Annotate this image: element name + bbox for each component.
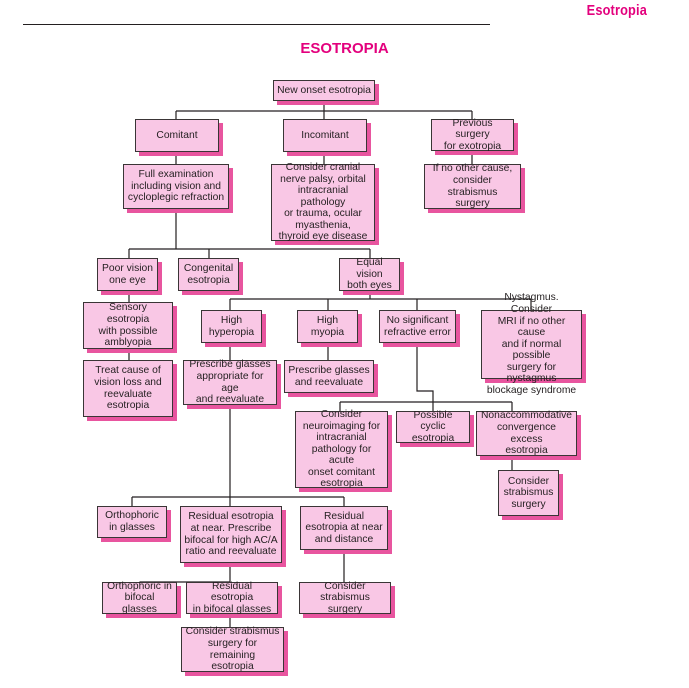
node-nonaccommodative: Nonaccommodative convergence excess esot… xyxy=(476,410,577,456)
node-prescribe-age: Prescribe glasses appropriate for age an… xyxy=(183,359,277,405)
node-strabismus-surgery-2: Consider strabismus surgery xyxy=(299,581,391,615)
node-congenital: Congenital esotropia xyxy=(178,258,239,291)
node-comitant: Comitant xyxy=(135,119,219,152)
node-sensory: Sensory esotropia with possible amblyopi… xyxy=(83,302,173,349)
node-treat-cause: Treat cause of vision loss and reevaluat… xyxy=(83,360,173,417)
node-residual-near-distance: Residual esotropia at near and distance xyxy=(300,506,388,550)
connector xyxy=(131,405,345,506)
connector xyxy=(339,343,513,411)
node-high-myopia: High myopia xyxy=(297,310,358,343)
node-cyclic: Possible cyclic esotropia xyxy=(396,410,470,444)
node-orthophoric-bifocal: Orthophoric in bifocal glasses xyxy=(102,581,177,615)
node-incomitant-causes: Consider cranial nerve palsy, orbital in… xyxy=(271,162,375,242)
node-incomitant: Incomitant xyxy=(283,119,367,152)
page-title: ESOTROPIA xyxy=(300,40,389,57)
node-strabismus-surgery-1: Consider strabismus surgery xyxy=(498,470,559,516)
node-nystagmus: Nystagmus. Consider MRI if no other caus… xyxy=(481,292,582,396)
connector xyxy=(139,557,231,590)
node-residual-near: Residual esotropia at near. Prescribe bi… xyxy=(180,506,282,563)
node-full-exam: Full examination including vision and cy… xyxy=(123,164,229,209)
node-orthophoric-glasses: Orthophoric in glasses xyxy=(97,506,167,538)
node-new-onset: New onset esotropia xyxy=(273,80,375,101)
node-high-hyperopia: High hyperopia xyxy=(201,310,262,343)
node-previous-surgery: Previous surgery for exotropia xyxy=(431,118,514,152)
node-poor-vision: Poor vision one eye xyxy=(97,258,158,291)
node-equal-vision: Equal vision both eyes xyxy=(339,257,400,291)
node-strabismus-remaining: Consider strabismus surgery for remainin… xyxy=(181,626,284,672)
connector xyxy=(229,343,329,360)
connector xyxy=(175,101,473,119)
connector xyxy=(229,291,532,310)
node-prescribe-reevaluate: Prescribe glasses and reevaluate xyxy=(284,360,374,393)
node-neuroimaging: Consider neuroimaging for intracranial p… xyxy=(295,409,388,489)
node-residual-bifocal: Residual esotropia in bifocal glasses xyxy=(186,581,278,615)
connector xyxy=(128,209,371,258)
running-head: Esotropia xyxy=(586,2,647,19)
node-no-refractive: No significant refractive error xyxy=(379,310,456,343)
node-no-other-cause: If no other cause, consider strabismus s… xyxy=(424,163,521,209)
header-rule xyxy=(23,24,490,25)
connector xyxy=(175,151,473,164)
